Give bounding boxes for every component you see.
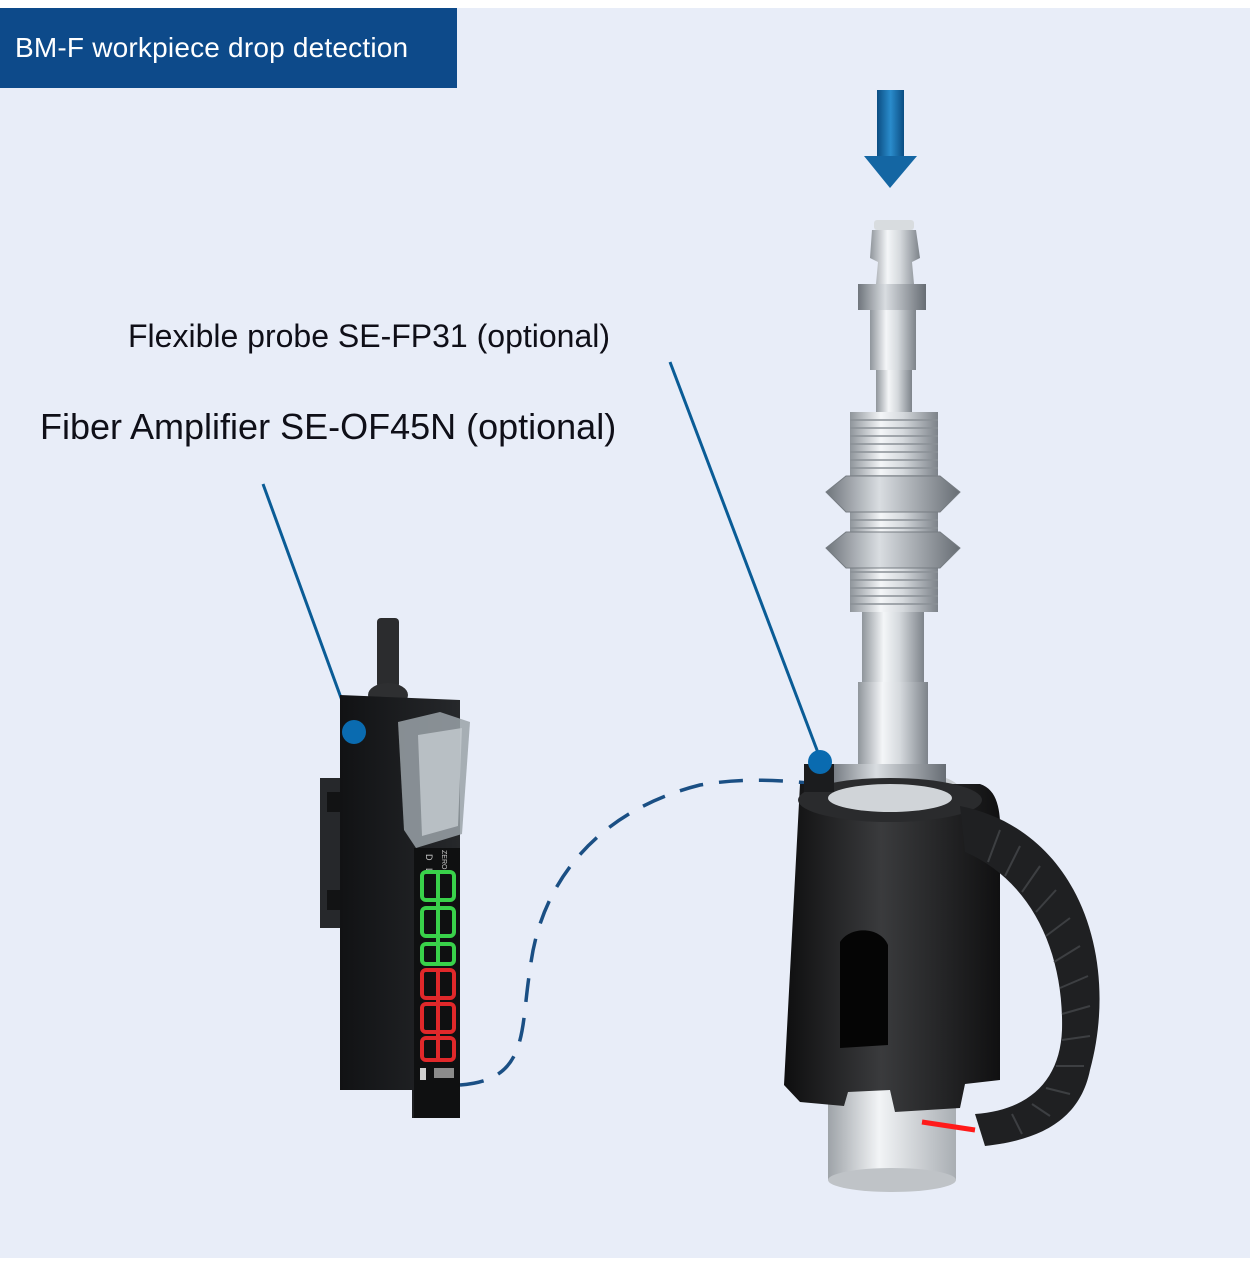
down-arrow-icon	[864, 90, 917, 188]
leader-line-probe	[670, 362, 820, 758]
leader-line-amplifier	[263, 484, 352, 728]
amplifier-callout-dot	[342, 720, 366, 744]
probe-callout-dot	[808, 750, 832, 774]
fiber-amplifier: L D ZERO	[320, 618, 470, 1118]
vacuum-pad-assembly	[784, 220, 1100, 1192]
fiber-cable	[460, 780, 808, 1085]
indicator-D: D	[424, 854, 434, 861]
zero-button-label: ZERO	[440, 850, 447, 870]
amplifier-label: Fiber Amplifier SE-OF45N (optional)	[40, 406, 616, 448]
probe-label: Flexible probe SE-FP31 (optional)	[128, 318, 610, 355]
